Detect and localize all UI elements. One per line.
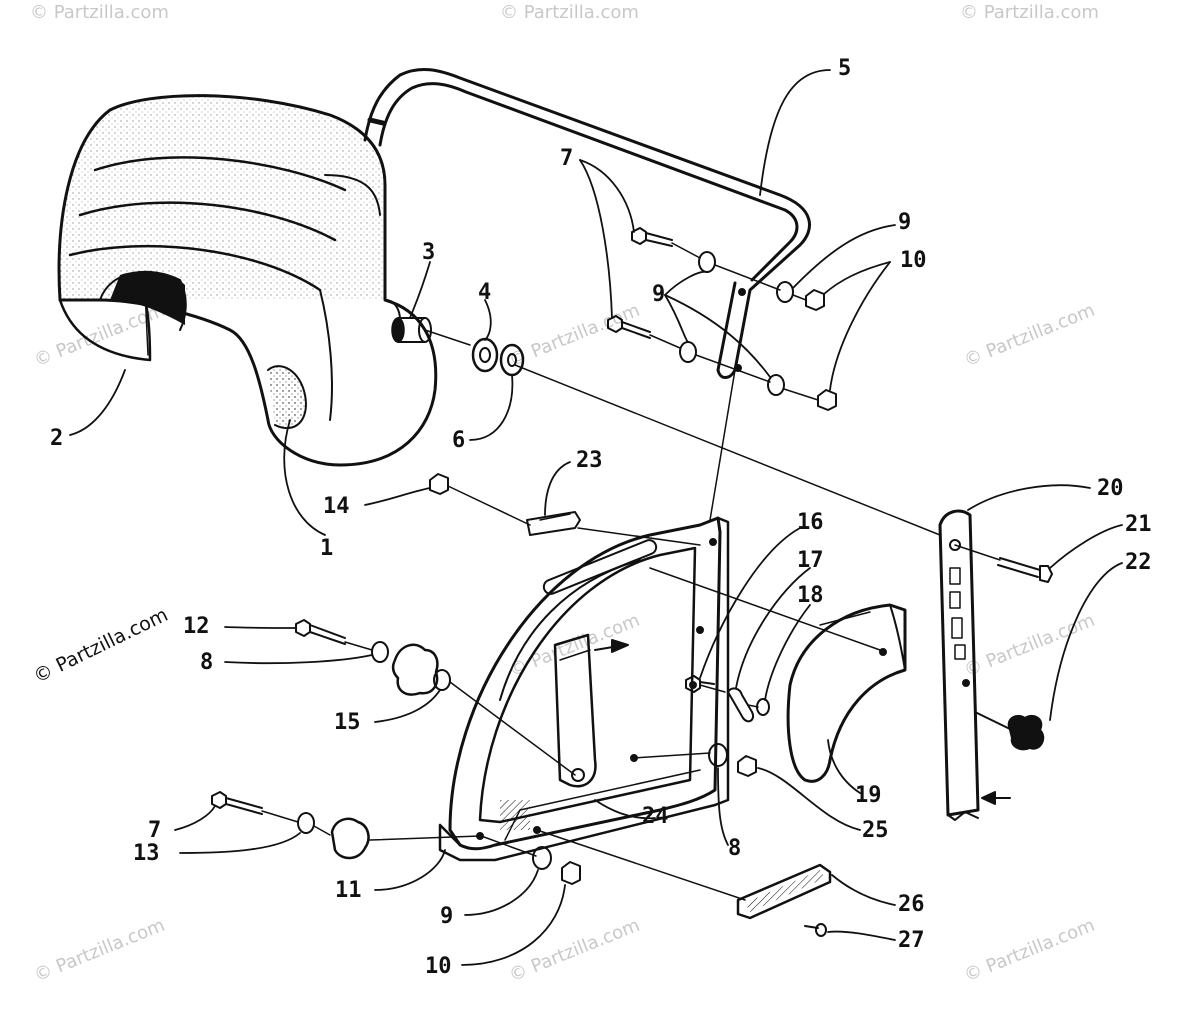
backrest-cushion [57,94,438,467]
washer [499,343,525,377]
screw [685,675,715,693]
hex-nut [805,289,825,311]
callout-9: 9 [898,210,912,235]
adjustment-knob [974,711,1045,751]
callout-16: 16 [797,510,824,535]
callout-17: 17 [797,548,824,573]
callout-4: 4 [478,280,492,305]
callout-8: 8 [200,650,214,675]
screw [804,923,827,937]
callout-9: 9 [440,904,454,929]
washer [433,669,451,691]
hex-nut [737,755,757,777]
cam-block [330,817,370,860]
callout-13: 13 [133,841,160,866]
hex-nut [817,389,837,411]
callout-11: 11 [335,878,362,903]
callout-18: 18 [797,583,824,608]
cap-screw [607,315,651,339]
callout-26: 26 [898,892,925,917]
callout-3: 3 [422,240,436,265]
leader-lines [69,69,1123,966]
callout-7: 7 [560,146,574,171]
callout-14: 14 [323,494,350,519]
callout-10: 10 [425,954,452,979]
callout-6: 6 [452,428,466,453]
adjuster-strap [938,509,1011,821]
cap-screw [997,557,1053,583]
hex-nut [561,861,581,885]
callout-27: 27 [898,928,925,953]
watermark: © Partzilla.com [30,2,169,23]
washer [708,743,728,767]
spacer [391,317,432,343]
backrest-frame [438,516,730,862]
callout-8: 8 [728,836,742,861]
washer [679,341,697,363]
callout-25: 25 [862,818,889,843]
callout-20: 20 [1097,476,1124,501]
callout-2: 2 [50,426,64,451]
callout-15: 15 [334,710,361,735]
cap-screw [631,227,673,247]
hex-nut [429,473,449,495]
washer [297,812,315,834]
callout-1: 1 [320,536,334,561]
cap-screw [295,619,346,645]
washer [532,846,552,870]
clip [526,511,581,536]
callout-23: 23 [576,448,603,473]
assembly-lines [261,242,1001,901]
watermark: © Partzilla.com [960,2,1099,23]
callout-9: 9 [652,282,666,307]
inner-bracket-plate [553,633,629,788]
callout-19: 19 [855,783,882,808]
washer [767,374,785,396]
washer [698,251,716,273]
callout-22: 22 [1125,550,1152,575]
washer [776,281,794,303]
washer [756,698,770,716]
cam-block [391,643,439,696]
callout-24: 24 [642,804,669,829]
latch [727,687,754,723]
side-pad [786,603,907,783]
cap-screw [211,791,263,815]
callout-5: 5 [838,56,852,81]
callout-10: 10 [900,248,927,273]
washer [371,641,389,663]
watermark: © Partzilla.com [500,2,639,23]
backrest-bar [363,68,811,379]
callout-21: 21 [1125,512,1152,537]
reflector [736,863,832,920]
callout-12: 12 [183,614,210,639]
callout-7: 7 [148,818,162,843]
bushing [471,337,499,373]
